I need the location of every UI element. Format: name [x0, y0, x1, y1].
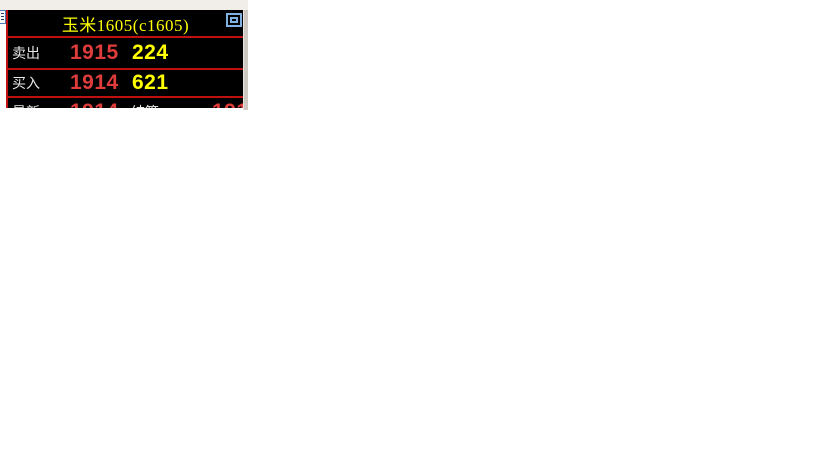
latest-price: 1914 [70, 100, 119, 108]
bid-price: 1914 [70, 71, 119, 94]
ask-volume: 224 [132, 41, 169, 64]
latest-label: 最新 [12, 102, 40, 108]
ask-label: 卖出 [12, 45, 40, 61]
contract-title: 玉米1605(c1605) [61, 15, 190, 35]
bid-label: 买入 [12, 75, 40, 91]
quote-panel-titlebar[interactable]: 玉米1605(c1605) [8, 10, 243, 36]
quote-panel: 玉米1605(c1605) 卖出 1915 224 买入 1914 621 最新… [8, 10, 243, 108]
ask-price: 1915 [70, 41, 119, 64]
window-frame-top [0, 0, 248, 10]
latest-row-clipped: 最新 1914 结算 1917 [8, 98, 243, 108]
settlement-price: 1917 [212, 100, 243, 108]
separator [8, 36, 243, 38]
separator [8, 68, 243, 70]
bid-volume: 621 [132, 71, 169, 94]
restore-icon[interactable] [226, 13, 242, 27]
window-frame-right [243, 10, 248, 110]
restore-icon-inner [230, 17, 238, 23]
ask-row: 卖出 1915 224 [8, 38, 243, 68]
docked-panel-icon-lines [1, 13, 4, 21]
separator [8, 96, 243, 98]
panel-left-border [6, 10, 8, 108]
bid-row: 买入 1914 621 [8, 70, 243, 96]
left-gutter [0, 10, 6, 108]
docked-panel-icon[interactable] [0, 10, 6, 24]
settlement-label: 结算 [131, 102, 159, 108]
